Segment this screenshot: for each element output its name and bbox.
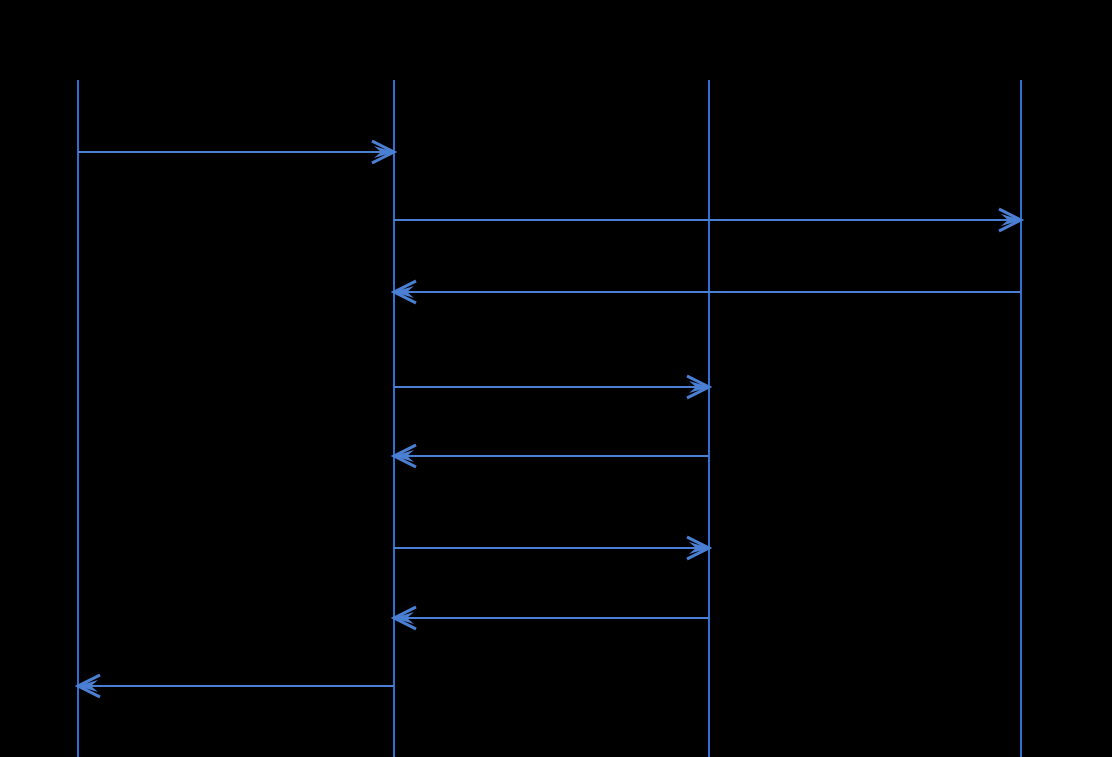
message-arrowhead-fill-5 (394, 449, 414, 463)
message-3 (390, 279, 1021, 305)
message-2 (394, 207, 1025, 233)
message-arrowhead-fill-2 (1001, 213, 1021, 227)
message-arrowhead-fill-7 (394, 611, 414, 625)
message-arrowhead-fill-6 (689, 541, 709, 555)
lifelines-group (77, 80, 1022, 757)
message-arrowhead-fill-3 (394, 285, 414, 299)
message-arrowhead-fill-8 (78, 679, 98, 693)
messages-group (74, 139, 1025, 699)
message-6 (394, 535, 713, 561)
message-5 (390, 443, 709, 469)
message-1 (78, 139, 398, 165)
message-4 (394, 374, 713, 400)
message-7 (390, 605, 709, 631)
message-8 (74, 673, 394, 699)
message-arrowhead-fill-1 (374, 145, 394, 159)
message-arrowhead-fill-4 (689, 380, 709, 394)
